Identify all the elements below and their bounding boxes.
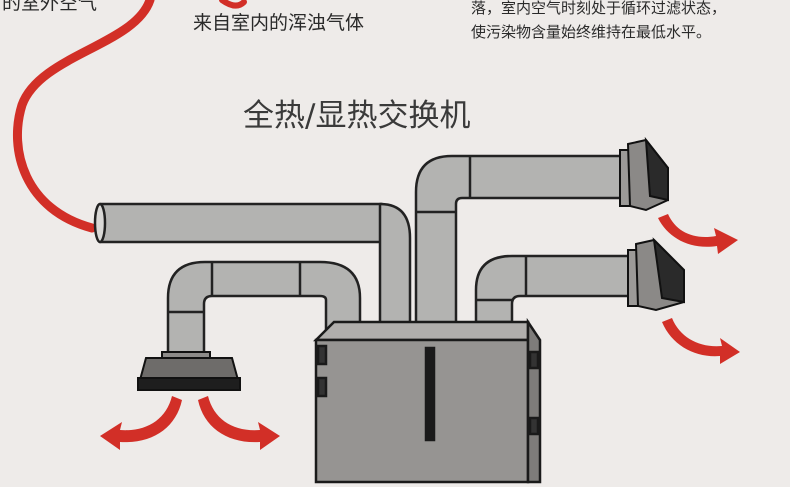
cycle-note-line-1: 落，室内空气时刻处于循环过滤状态， <box>471 0 727 17</box>
indoor-air-marker <box>219 0 247 9</box>
outdoor-air-label: 的室外空气 <box>2 0 98 14</box>
cycle-note-line-2: 使污染物含量始终维持在最低水平。 <box>471 23 712 41</box>
upper-right-airflow-arrow <box>658 214 738 254</box>
upper-outlet-duct <box>414 154 630 327</box>
lower-right-airflow-arrow <box>662 318 740 364</box>
indoor-air-label: 来自室内的浑浊气体 <box>193 12 365 34</box>
ceiling-diffuser <box>137 351 241 391</box>
right-intake-arrow <box>198 396 280 450</box>
lower-outlet-duct <box>474 254 638 324</box>
diagram-title: 全热/显热交换机 <box>243 98 471 134</box>
heat-exchanger-unit <box>312 317 542 484</box>
outdoor-inlet-duct <box>93 202 412 332</box>
lower-wall-hood <box>627 237 685 312</box>
upper-wall-hood <box>619 136 669 212</box>
left-intake-arrow <box>100 396 182 450</box>
outdoor-air-flow-line <box>12 0 155 233</box>
